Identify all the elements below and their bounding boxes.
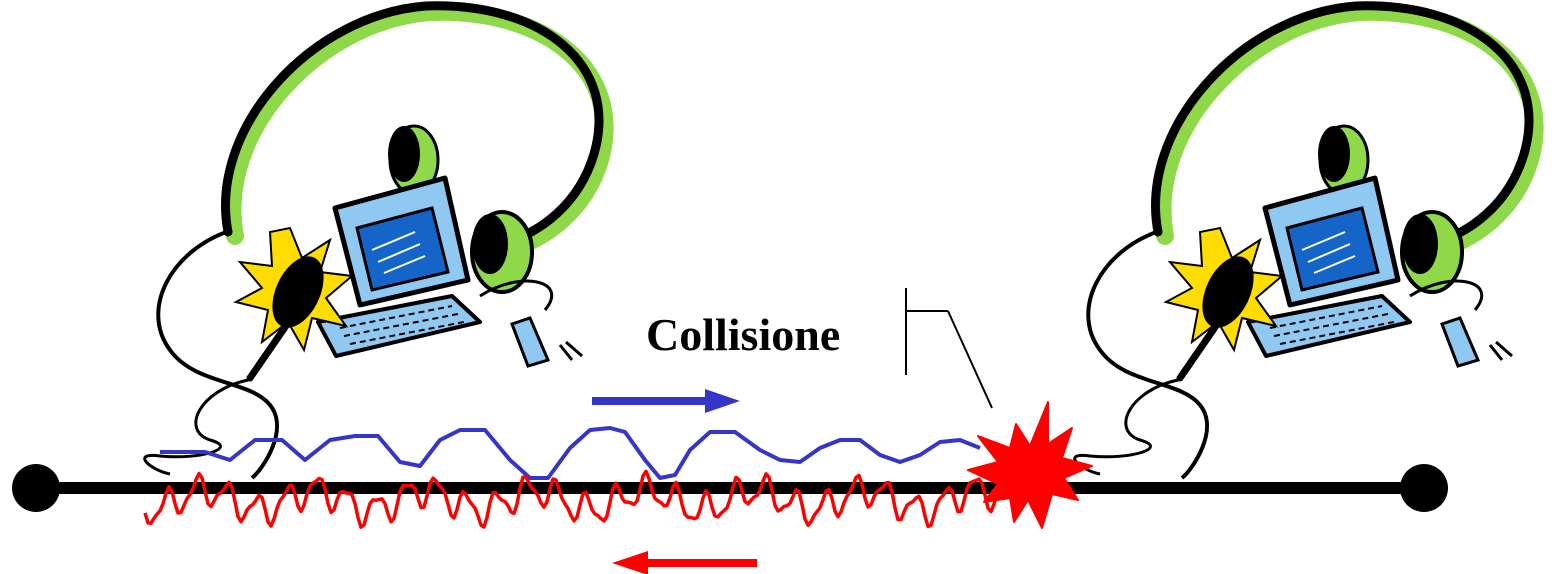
- left-station: [145, 6, 605, 478]
- backward-direction-arrow-icon: [612, 551, 757, 574]
- computer-headset-icon: [1075, 6, 1535, 478]
- collision-label: Collisione: [646, 309, 840, 360]
- collision-burst-icon: [967, 401, 1093, 529]
- backward-signal-wave: [143, 469, 1010, 529]
- right-station: [1075, 6, 1535, 478]
- callout-pointer: [905, 288, 993, 409]
- shared-bus: [12, 464, 1448, 512]
- bus-terminator-right-icon: [1400, 464, 1448, 512]
- bus-terminator-left-icon: [12, 464, 60, 512]
- forward-direction-arrow-icon: [592, 389, 740, 413]
- forward-signal-wave: [160, 426, 981, 480]
- computer-headset-icon: [145, 6, 605, 478]
